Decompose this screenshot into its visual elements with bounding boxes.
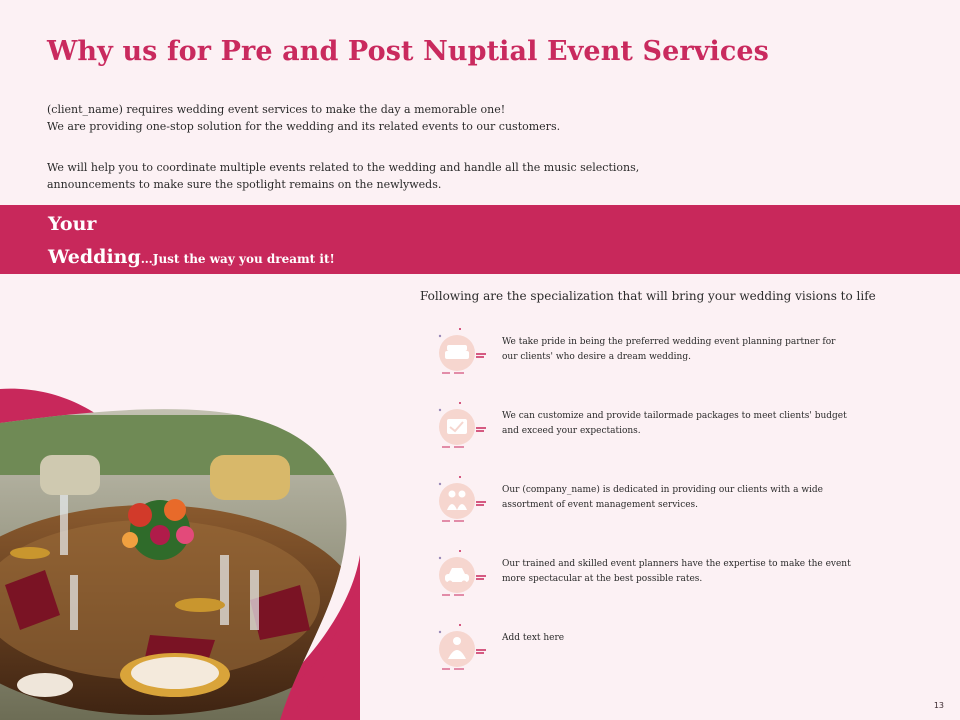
slide-title: Why us for Pre and Post Nuptial Event Se… [47,36,769,67]
feature-item-1: We take pride in being the preferred wed… [430,325,860,385]
feature-item-5-line-1: Add text here [502,633,565,643]
feature-item-4-text: Our trained and skilled event planners h… [502,557,852,587]
intro-1-line-1: (client_name) requires wedding event ser… [47,103,506,116]
tagline-band [0,205,960,274]
feature-item-3-text: Our (company_name) is dedicated in provi… [502,483,852,513]
feature-item-4-line-2: more spectacular at the best possible ra… [502,574,703,584]
cake-icon [430,325,490,385]
car-icon [430,547,490,607]
feature-item-3-line-2: assortment of event management services. [502,500,699,510]
feature-item-5-text: Add text here [502,631,852,646]
feature-item-2-line-2: and exceed your expectations. [502,426,641,436]
couple-icon [430,473,490,533]
invitation-card-icon [430,399,490,459]
feature-item-2-line-1: We can customize and provide tailormade … [502,411,847,421]
intro-paragraph-1: (client_name) requires wedding event ser… [47,101,667,135]
feature-item-1-text: We take pride in being the preferred wed… [502,335,852,365]
tagline-subtext: …Just the way you dreamt it! [140,252,335,266]
feature-item-3: Our (company_name) is dedicated in provi… [430,473,860,533]
feature-item-5: Add text here [430,621,860,681]
intro-2-line-2: announcements to make sure the spotlight… [47,178,442,191]
tagline-line-1: Your [48,213,97,235]
feature-item-2: We can customize and provide tailormade … [430,399,860,459]
page-number: 13 [933,701,944,710]
tagline-line-2: Wedding…Just the way you dreamt it! [48,246,335,268]
banquet-table-photo [0,385,360,720]
bride-icon [430,621,490,681]
feature-item-4: Our trained and skilled event planners h… [430,547,860,607]
feature-item-3-line-1: Our (company_name) is dedicated in provi… [502,485,823,495]
specialization-heading: Following are the specialization that wi… [420,289,876,303]
feature-item-1-line-1: We take pride in being the preferred wed… [502,337,836,347]
intro-paragraph-2: We will help you to coordinate multiple … [47,159,667,193]
feature-item-1-line-2: our clients' who desire a dream wedding. [502,352,691,362]
intro-2-line-1: We will help you to coordinate multiple … [47,161,640,174]
feature-item-2-text: We can customize and provide tailormade … [502,409,852,439]
feature-item-4-line-1: Our trained and skilled event planners h… [502,559,851,569]
intro-1-line-2: We are providing one-stop solution for t… [47,120,561,133]
tagline-wedding-word: Wedding [48,246,141,268]
